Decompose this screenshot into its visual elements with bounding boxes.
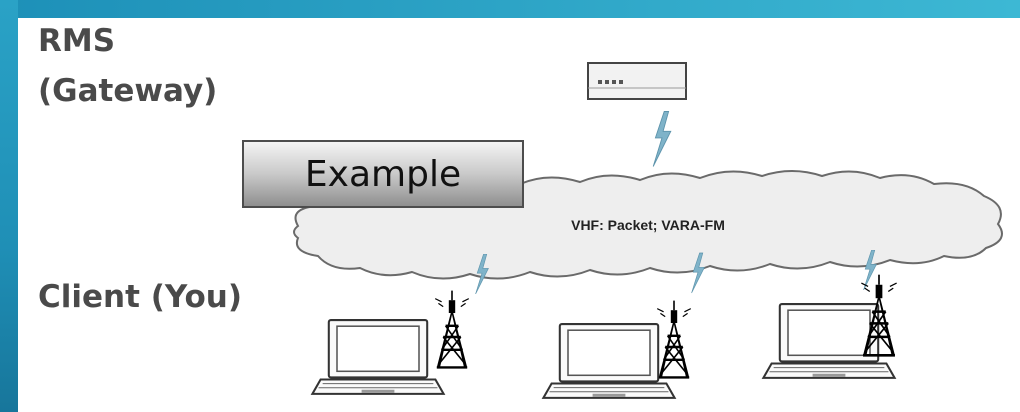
slide-frame-left [0,0,18,412]
label-rms: RMS [38,23,116,59]
lightning-bolt-icon [652,111,672,167]
gateway-modem-icon [587,62,687,100]
label-gateway: (Gateway) [38,73,218,109]
radio-tower-icon [433,289,471,369]
laptop-icon [311,319,445,395]
example-label: Example [304,153,462,195]
laptop-icon [542,323,676,399]
label-client: Client (You) [38,279,243,315]
example-box: Example [242,140,524,208]
cloud-label: VHF: Packet; VARA-FM [571,217,725,233]
slide-frame-top [0,0,1020,18]
radio-tower-icon [655,299,693,379]
